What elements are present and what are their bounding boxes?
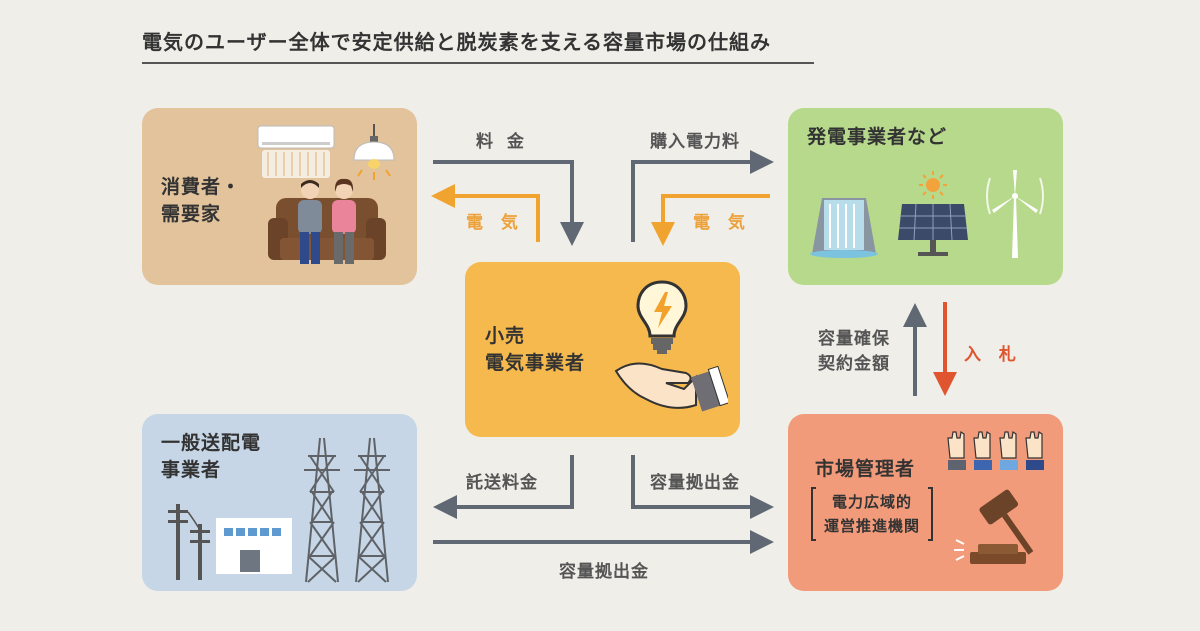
- hand-icon: [614, 362, 728, 412]
- generator-label: 発電事業者など: [807, 126, 948, 148]
- consumer-label-line1: 消費者・: [161, 176, 242, 198]
- retailer-label: 小売 電気事業者: [485, 323, 585, 377]
- wheeling-fee-arrow: [433, 455, 574, 519]
- page-title: 電気のユーザー全体で安定供給と脱炭素を支える容量市場の仕組み: [142, 30, 771, 54]
- wheeling-fee-label: 託送料金: [466, 473, 538, 493]
- consumer-label: 消費者・ 需要家: [161, 174, 241, 228]
- purchase-label: 購入電力料: [650, 132, 740, 152]
- lightbulb-icon: [636, 280, 688, 354]
- title-underline: [142, 62, 814, 64]
- couple-on-sofa-icon: [268, 178, 386, 264]
- retail-capacity-arrow: [631, 455, 774, 519]
- generator-electricity-arrow: [651, 194, 770, 246]
- sun-icon: [919, 171, 947, 199]
- consumer-electricity-label: 電 気: [466, 213, 524, 233]
- grid-operator-label-line2: 事業者: [161, 459, 222, 481]
- consumer-label-line2: 需要家: [161, 203, 222, 225]
- substation-building-icon: [216, 518, 292, 574]
- occto-label-line2: 運営推進機関: [823, 517, 920, 535]
- market-operator-label: 市場管理者: [815, 458, 916, 480]
- grid-operator-label-line1: 一般送配電: [161, 432, 262, 454]
- raised-hands-icon: [947, 430, 1044, 470]
- contract-amount-label: 容量確保 契約金額: [818, 327, 890, 377]
- purchase-arrow: [631, 150, 774, 242]
- contract-amount-label-line1: 容量確保: [818, 329, 890, 349]
- pendant-lamp-icon: [353, 124, 395, 180]
- retailer-label-line1: 小売: [485, 325, 526, 347]
- bid-label: 入 札: [964, 345, 1022, 365]
- retailer-box: [465, 262, 740, 437]
- fee-label: 料 金: [476, 132, 528, 152]
- retail-capacity-label: 容量拠出金: [650, 473, 740, 493]
- consumer-electricity-arrow: [431, 184, 540, 242]
- occto-label: 電力広域的 運営推進機関: [816, 490, 928, 538]
- grid-capacity-label: 容量拠出金: [559, 562, 649, 582]
- occto-label-line1: 電力広域的: [831, 493, 912, 511]
- dam-icon: [810, 198, 878, 258]
- fee-arrow: [433, 160, 584, 246]
- contract-amount-label-line2: 契約金額: [818, 354, 890, 374]
- generator-electricity-label: 電 気: [693, 213, 751, 233]
- grid-operator-label: 一般送配電 事業者: [161, 430, 261, 484]
- wind-turbine-icon: [986, 170, 1044, 258]
- air-conditioner-icon: [257, 125, 335, 178]
- bracket-icon: [811, 487, 933, 541]
- power-pole-icon: [168, 504, 210, 580]
- gavel-icon: [954, 489, 1034, 564]
- transmission-tower-icon: [304, 437, 390, 583]
- retailer-label-line2: 電気事業者: [485, 352, 586, 374]
- solar-panel-icon: [898, 203, 968, 256]
